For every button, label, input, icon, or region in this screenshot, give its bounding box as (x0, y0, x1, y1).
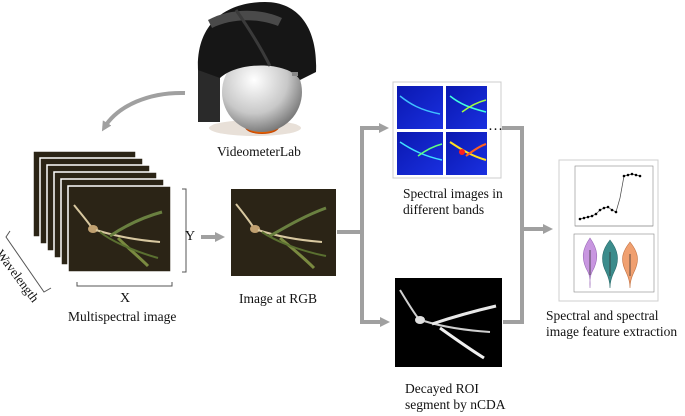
arrow-rgb-to-roi (360, 232, 390, 327)
spectral-line-plot (574, 165, 654, 227)
videometer-device-image (197, 2, 317, 136)
spectral-images-grid (392, 81, 502, 179)
feature-label-line1: Spectral and spectral (546, 308, 659, 323)
feature-label-line2: image feature extraction (546, 324, 678, 339)
x-axis-label: X (120, 291, 131, 306)
dimension-brackets (5, 188, 187, 293)
flow-arrows (101, 90, 553, 327)
rgb-image (231, 189, 336, 276)
feature-extraction-panel (558, 159, 659, 302)
spectral-label-line2: different bands (403, 202, 485, 217)
y-axis-label: Y (185, 229, 196, 244)
multispectral-stack (32, 150, 172, 273)
violin-plot (573, 233, 655, 293)
arrow-device-to-stack (101, 90, 186, 132)
seedling-front-image (73, 204, 163, 268)
roi-label-line1: Decayed ROI (405, 381, 479, 396)
multispectral-label: Multispectral image (68, 309, 177, 324)
arrow-roi-to-feature (503, 229, 524, 324)
arrow-spectral-to-feature (502, 126, 553, 234)
rgb-label: Image at RGB (239, 291, 317, 306)
more-bands-ellipsis: … (488, 118, 503, 134)
device-label: VideometerLab (217, 144, 301, 159)
arrow-rgb-split (337, 123, 389, 234)
roi-label-line2: segment by nCDA (405, 397, 506, 412)
roi-segment-image (395, 278, 502, 367)
spectral-label-line1: Spectral images in (403, 186, 503, 201)
